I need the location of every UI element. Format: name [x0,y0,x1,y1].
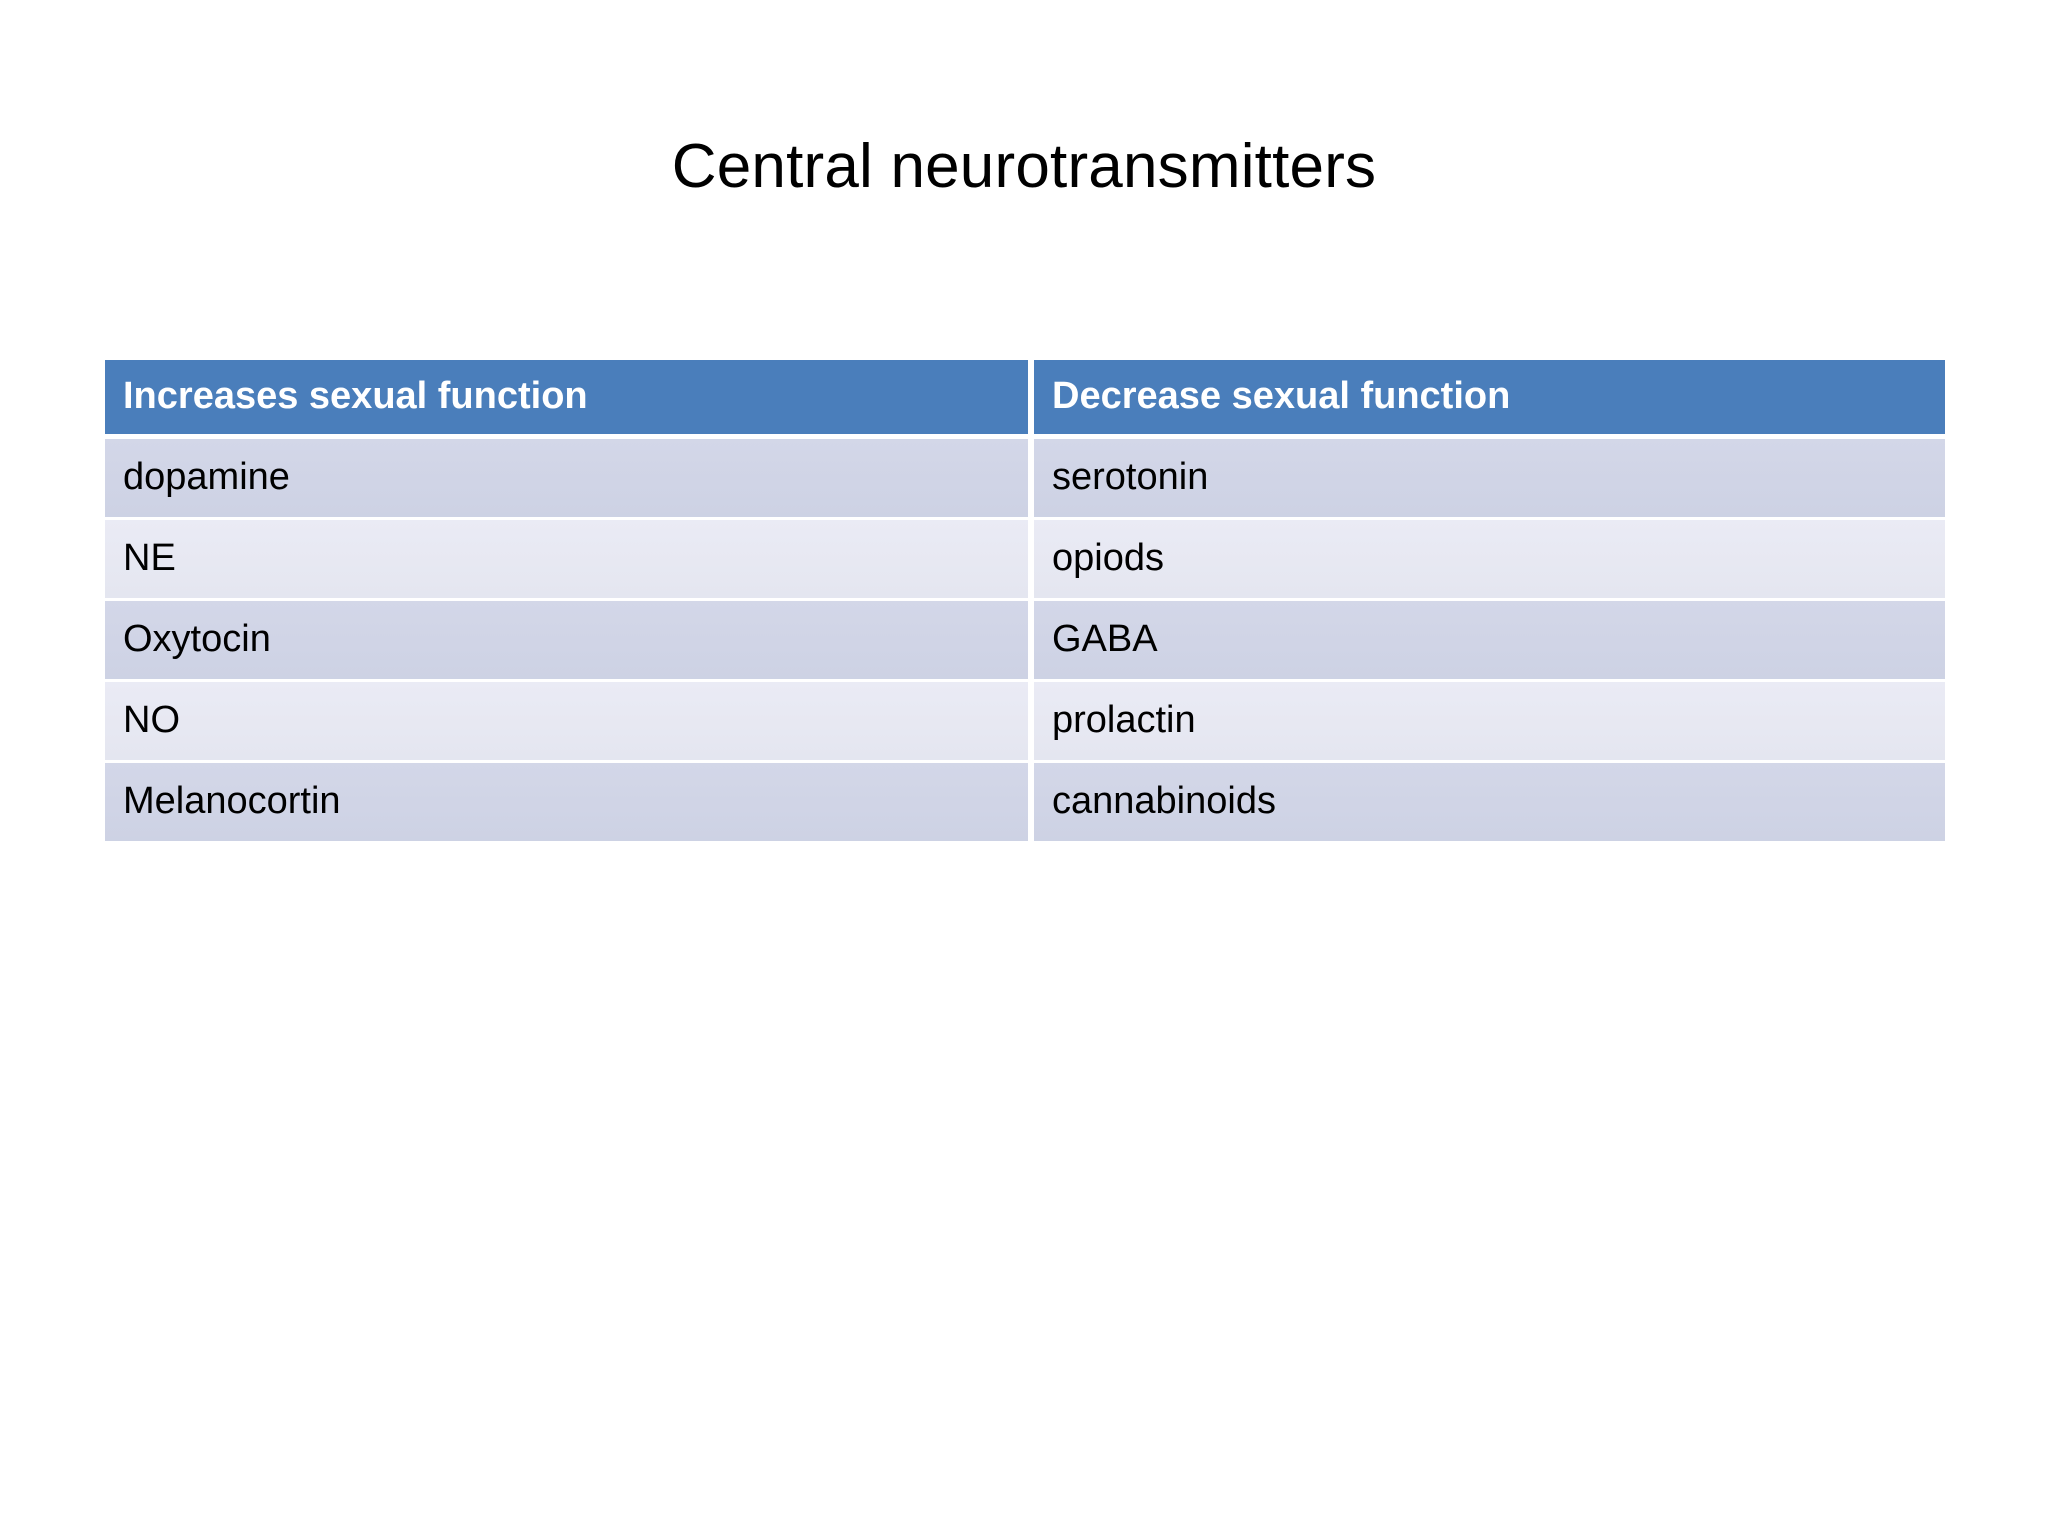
row-separator [105,679,1945,682]
cell-decreases: GABA [1034,601,1945,679]
neurotransmitter-table: Increases sexual function Decrease sexua… [105,360,1945,841]
page-title: Central neurotransmitters [671,132,1377,201]
column-header-decreases: Decrease sexual function [1034,360,1945,434]
row-separator-gap [1028,679,1034,682]
table-row: dopamine serotonin [105,439,1945,517]
cell-decreases: cannabinoids [1034,763,1945,841]
column-divider [1028,360,1034,434]
row-separator-left [105,598,1028,601]
cell-decreases: opiods [1034,520,1945,598]
row-separator [105,598,1945,601]
cell-increases: dopamine [105,439,1028,517]
cell-decreases: prolactin [1034,682,1945,760]
cell-divider [1028,763,1034,841]
row-separator-gap [1028,760,1034,763]
cell-divider [1028,439,1034,517]
row-separator-right [1034,598,1945,601]
row-separator-left [105,679,1028,682]
cell-decreases: serotonin [1034,439,1945,517]
table-body: dopamine serotonin NE opiods [105,434,1945,841]
cell-divider [1028,682,1034,760]
table-header-row: Increases sexual function Decrease sexua… [105,360,1945,434]
table-row: NO prolactin [105,682,1945,760]
row-separator [105,760,1945,763]
row-separator-right [1034,517,1945,520]
row-separator-right [1034,760,1945,763]
row-separator-left [105,760,1028,763]
row-separator [105,517,1945,520]
row-separator-gap [1028,517,1034,520]
spacer-cell-gap [1028,434,1034,439]
cell-increases: Oxytocin [105,601,1028,679]
table-row: Oxytocin GABA [105,601,1945,679]
cell-divider [1028,601,1034,679]
row-separator-gap [1028,598,1034,601]
header-body-spacer [105,434,1945,439]
table-row: NE opiods [105,520,1945,598]
cell-increases: NO [105,682,1028,760]
cell-divider [1028,520,1034,598]
row-separator-right [1034,679,1945,682]
cell-increases: NE [105,520,1028,598]
neurotransmitter-table-wrapper: Increases sexual function Decrease sexua… [105,360,1945,841]
row-separator-left [105,517,1028,520]
spacer-cell-right [1034,434,1945,439]
table-row: Melanocortin cannabinoids [105,763,1945,841]
column-header-increases: Increases sexual function [105,360,1028,434]
spacer-cell-left [105,434,1028,439]
table-header: Increases sexual function Decrease sexua… [105,360,1945,434]
cell-increases: Melanocortin [105,763,1028,841]
